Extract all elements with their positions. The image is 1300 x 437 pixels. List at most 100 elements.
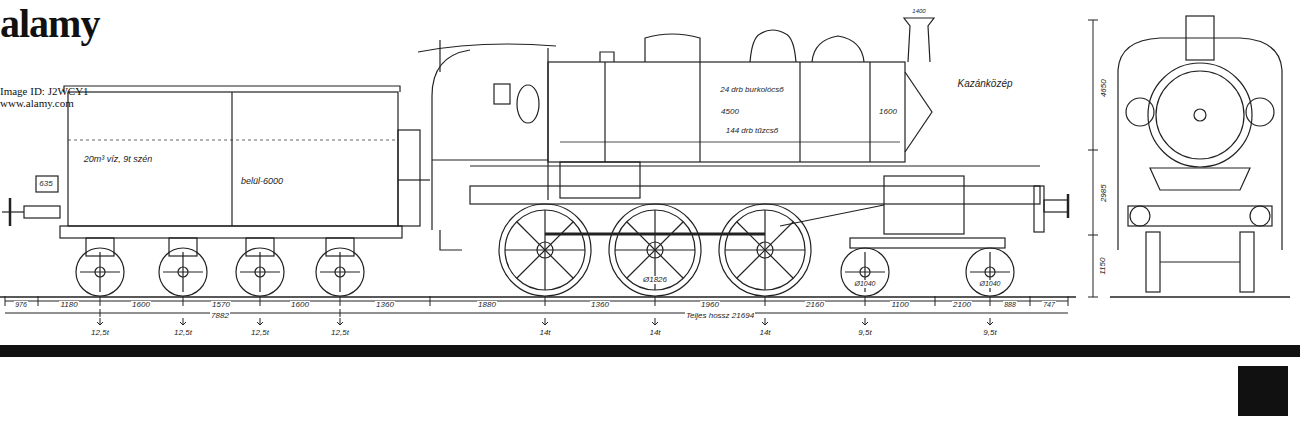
axle-load: 14t: [538, 329, 551, 337]
front-view: [1186, 16, 1214, 60]
axle-load: 9,5t: [857, 329, 872, 337]
bogie-wheel: [850, 238, 1005, 248]
dimension-line: [1088, 20, 1098, 21]
dimension-label: 1600: [878, 108, 898, 116]
cab: [432, 50, 470, 230]
axle-load: 12,5t: [250, 329, 270, 337]
height-dimension: 4650: [1100, 78, 1108, 98]
front-view: [1246, 98, 1274, 126]
tender-wheel: [182, 252, 183, 292]
boiler: [604, 62, 605, 162]
axle-load-arrow: [542, 318, 548, 325]
dimension-line: [100, 309, 101, 317]
tender-wheel: [339, 252, 340, 292]
driving-wheel: [517, 222, 573, 278]
tender-body: [36, 176, 58, 192]
boiler: [904, 18, 934, 62]
length-dimension: 1600: [131, 301, 151, 309]
height-dimension: 2985: [1100, 183, 1108, 203]
driving-wheel: [499, 204, 591, 296]
dimension-line: [545, 296, 546, 306]
dimension-line: [1088, 150, 1098, 151]
dimension-line: [765, 296, 766, 306]
driving-wheel: [545, 233, 765, 236]
wheel-diameter: Ø1826: [642, 276, 668, 284]
driving-wheel: [517, 222, 573, 278]
dimension-label: belül-6000: [240, 177, 284, 186]
centerline-label: Kazánközép: [956, 79, 1013, 90]
dimension-line: [935, 296, 936, 306]
dimension-line: [1088, 235, 1098, 236]
tender-body: [36, 86, 430, 238]
axle-load-arrow: [97, 318, 103, 325]
bogie-wheel: [841, 248, 889, 296]
tube-note: 24 drb burkolócső: [719, 86, 785, 94]
length-dimension: 1180: [59, 301, 78, 309]
dimension-label: 635: [38, 180, 53, 188]
boiler: [600, 52, 614, 62]
boiler: [699, 62, 700, 162]
stock-notice: www.alamy.com: [0, 97, 1300, 109]
front-view: [1250, 206, 1270, 226]
front-view: [1194, 109, 1206, 121]
dimension-line: [1068, 296, 1069, 306]
length-dimension: 1360: [375, 301, 395, 309]
tender-body: [398, 179, 430, 180]
axle-load: 14t: [758, 329, 771, 337]
dimension-line: [260, 296, 261, 306]
tender-body: [60, 226, 402, 238]
driving-wheel: [725, 210, 805, 290]
axle-load: 12,5t: [330, 329, 350, 337]
bogie-wheel: [966, 248, 1014, 296]
cab: [439, 40, 440, 72]
frame: [884, 176, 964, 234]
cab: [432, 159, 548, 160]
driving-wheel: [615, 210, 695, 290]
length-dimension: 2160: [805, 301, 825, 309]
tender-buffer: [24, 206, 60, 218]
front-view: [1160, 261, 1240, 262]
dimension-line: [865, 296, 866, 306]
tender-wheel: [259, 252, 260, 292]
front-view: [1110, 296, 1290, 297]
dimension-label: 4500: [720, 108, 740, 116]
frame: [1034, 186, 1044, 232]
length-dimension: 1360: [590, 301, 610, 309]
boiler: [812, 36, 864, 62]
boiler: [905, 72, 932, 152]
tube-note: 144 drb tűzcső: [725, 127, 779, 135]
boiler: [560, 142, 900, 143]
tender-wheel: [86, 238, 114, 256]
axle-load-arrow: [862, 318, 868, 325]
dimension-line: [5, 296, 6, 306]
frame: [1044, 200, 1068, 212]
dimension-line: [1088, 297, 1098, 298]
cab: [494, 84, 510, 104]
length-dimension: 1570: [211, 301, 231, 309]
tender-wheel: [246, 238, 274, 256]
front-view: [1150, 168, 1250, 190]
tender-wheel: [236, 248, 284, 296]
tender-body: [68, 140, 398, 141]
axle-load: 12,5t: [90, 329, 110, 337]
tender-body: [64, 86, 400, 92]
tender-body: [398, 130, 420, 226]
length-dimension: 2100: [952, 301, 972, 309]
tender-wheel: [159, 248, 207, 296]
length-dimension: 1880: [477, 301, 497, 309]
length-dimension: 888: [1003, 301, 1017, 308]
dimension-line: [430, 296, 431, 306]
axle-load-arrow: [762, 318, 768, 325]
tender-wheel: [326, 238, 354, 256]
cab: [517, 85, 539, 123]
dimension-line: [0, 20, 1098, 317]
length-dimension: 7882: [210, 312, 230, 320]
front-view: [1146, 232, 1160, 292]
front-view: [1126, 98, 1154, 126]
tender-buffer: [10, 211, 24, 212]
frame: [470, 166, 1068, 234]
tender-buffer: [2, 211, 10, 212]
